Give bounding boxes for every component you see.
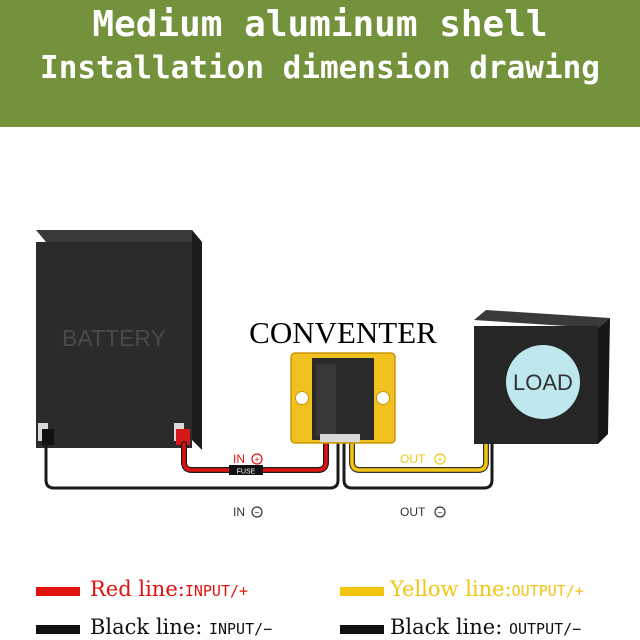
battery-label: BATTERY bbox=[62, 325, 166, 351]
legend-red-label: Red line: bbox=[90, 577, 185, 601]
in-minus-symbol: − bbox=[254, 508, 259, 518]
title-banner: Medium aluminum shell Installation dimen… bbox=[0, 0, 640, 127]
in-minus-label: IN bbox=[233, 505, 245, 519]
legend-black-out-label: Black line: bbox=[390, 615, 509, 639]
legend-red: Red line:INPUT/+ bbox=[90, 577, 248, 601]
legend-yellow-detail: OUTPUT/+ bbox=[511, 582, 584, 600]
banner-title-line1: Medium aluminum shell bbox=[92, 4, 548, 45]
plus-circle-icon bbox=[434, 453, 446, 465]
banner-title-line2: Installation dimension drawing bbox=[40, 50, 600, 86]
legend-swatch-yellow bbox=[340, 587, 384, 596]
legend-red-detail: INPUT/+ bbox=[184, 582, 249, 600]
legend-yellow-label: Yellow line: bbox=[390, 577, 512, 601]
load: LOAD bbox=[474, 310, 610, 444]
legend-black-out: Black line: OUTPUT/− bbox=[390, 615, 581, 639]
fuse-body bbox=[229, 465, 263, 475]
converter-label: CONVENTER bbox=[249, 315, 437, 350]
converter-cable-gland bbox=[320, 434, 360, 442]
out-plus-symbol: + bbox=[437, 455, 442, 465]
battery-terminal-positive-cap bbox=[176, 429, 190, 445]
wiring-diagram: BATTERY FUSE IN + IN − OUT + OUT − CO bbox=[36, 230, 610, 519]
load-side-face bbox=[598, 318, 610, 444]
in-plus-label: IN bbox=[233, 452, 245, 466]
plus-circle-icon bbox=[251, 453, 263, 465]
fuse-label: FUSE bbox=[237, 469, 256, 476]
legend-yellow: Yellow line:OUTPUT/+ bbox=[390, 577, 584, 601]
legend-swatch-black-out bbox=[340, 625, 384, 634]
legend-black-in-label: Black line: bbox=[90, 615, 209, 639]
battery-top-face bbox=[36, 230, 202, 242]
legend-swatch-red bbox=[36, 587, 80, 596]
converter: CONVENTER bbox=[249, 315, 437, 444]
legend-swatch-black-in bbox=[36, 625, 80, 634]
mounting-hole-left bbox=[295, 391, 309, 405]
out-minus-symbol: − bbox=[437, 508, 442, 518]
wire-labels: IN + IN − OUT + OUT − bbox=[233, 452, 446, 519]
minus-circle-icon bbox=[251, 506, 263, 518]
load-indicator bbox=[506, 345, 580, 419]
black-wire-output bbox=[342, 438, 494, 490]
legend-black-out-detail: OUTPUT/− bbox=[508, 620, 582, 638]
load-label: LOAD bbox=[513, 370, 573, 395]
wires bbox=[44, 437, 494, 490]
mounting-hole-right bbox=[376, 391, 390, 405]
converter-body-shading bbox=[316, 364, 336, 436]
battery-terminal-negative-cap bbox=[42, 429, 54, 445]
in-plus-symbol: + bbox=[254, 455, 259, 465]
load-top-face bbox=[474, 310, 610, 328]
battery-side-face bbox=[192, 230, 202, 450]
wire-color-legend: Red line:INPUT/+ Yellow line:OUTPUT/+ Bl… bbox=[0, 570, 640, 640]
out-plus-label: OUT bbox=[400, 452, 426, 466]
legend-black-in: Black line: INPUT/− bbox=[90, 615, 272, 639]
yellow-wire bbox=[350, 438, 488, 472]
battery-front-face bbox=[36, 242, 192, 448]
out-minus-label: OUT bbox=[400, 505, 426, 519]
legend-black-in-detail: INPUT/− bbox=[208, 620, 273, 638]
fuse: FUSE bbox=[229, 465, 263, 476]
battery: BATTERY bbox=[36, 230, 202, 450]
black-wire-input bbox=[44, 438, 340, 490]
minus-circle-icon bbox=[434, 506, 446, 518]
